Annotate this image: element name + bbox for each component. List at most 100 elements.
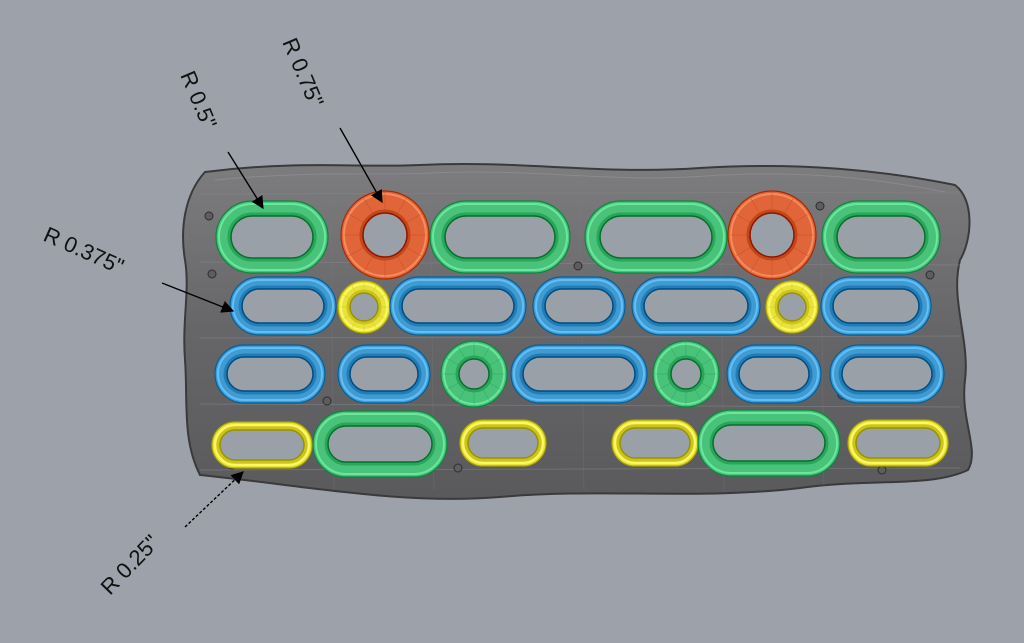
hold-mesh-line <box>792 246 809 257</box>
hold-inner-shade <box>541 285 617 327</box>
hold-mesh-line <box>458 388 466 401</box>
hold-inner-shade <box>640 285 752 327</box>
hold-mesh-line <box>351 320 357 328</box>
dimension-r-0-25-label: R 0.25" <box>96 530 164 600</box>
hold-mesh-line <box>799 286 805 294</box>
holds-layer <box>211 190 949 478</box>
hold-highlight <box>218 203 326 271</box>
slot-hold <box>429 200 571 274</box>
dimension-r-0-5-leader <box>227 151 264 210</box>
hold-opening <box>832 288 920 324</box>
hold-mesh-line <box>482 388 490 401</box>
dimension-r-0-375-label: R 0.375" <box>40 222 128 279</box>
hold-inner-shade <box>616 424 694 462</box>
hold-mesh-line <box>363 198 374 215</box>
hold-highlight <box>823 279 929 333</box>
hold-mesh-line <box>343 314 351 320</box>
slot-hold <box>697 409 841 477</box>
hold-mesh-line <box>351 286 357 294</box>
hold-mesh-line <box>377 314 385 320</box>
hold-mesh-line <box>700 358 713 366</box>
hold-mesh-line <box>805 294 813 300</box>
slot-hold <box>847 419 949 467</box>
hold-inner-shade <box>227 212 317 262</box>
hold-mesh-line <box>488 358 501 366</box>
hold-mesh-line <box>343 294 351 300</box>
pocket-hold <box>337 280 391 334</box>
hold-highlight <box>535 279 623 333</box>
hold-mesh-line <box>659 358 672 366</box>
hold-opening <box>401 288 515 324</box>
hold-inner-shade <box>324 422 436 466</box>
hold-mesh-line <box>670 388 678 401</box>
bolt-icon <box>877 465 887 475</box>
slot-hold <box>584 200 728 274</box>
hold-mesh-line <box>771 314 779 320</box>
hold-opening <box>230 215 314 259</box>
hold-inner-shade <box>596 212 716 262</box>
slot-hold <box>532 276 626 336</box>
mounting-bolts <box>204 201 935 475</box>
hold-mesh-line <box>482 347 490 360</box>
hold-opening <box>444 215 556 259</box>
dimension-r-0-25-leader <box>184 471 244 528</box>
hold-mesh-line <box>447 382 460 390</box>
hold-mesh-line <box>750 255 761 272</box>
hold-inner-shade <box>223 353 317 395</box>
board-inner-edge <box>214 171 946 193</box>
hold-opening <box>226 356 314 392</box>
hold-mesh-line <box>488 382 501 390</box>
dimension-r-0-75-label: R 0.75" <box>277 34 328 111</box>
hold-mesh-line <box>363 255 374 272</box>
hold-inner-shade <box>398 285 518 327</box>
hold-highlight <box>587 203 725 271</box>
bolt-icon <box>815 201 825 211</box>
pocket-hold <box>727 190 817 280</box>
dimension-r-0-75-leader <box>339 127 383 204</box>
hold-inner-shade <box>833 212 929 262</box>
slot-hold <box>820 276 932 336</box>
hold-highlight <box>824 203 938 271</box>
bolt-icon <box>453 463 463 473</box>
slot-hold <box>631 276 761 336</box>
bolt-icon <box>207 269 217 279</box>
hold-mesh-line <box>792 213 809 224</box>
dimension-r-0-5-label: R 0.5" <box>175 67 222 132</box>
slot-hold <box>229 276 337 336</box>
hold-mesh-line <box>783 255 794 272</box>
slot-hold <box>337 344 431 404</box>
slot-hold <box>215 200 329 274</box>
hold-mesh-line <box>771 294 779 300</box>
hold-mesh-line <box>405 213 422 224</box>
hold-highlight <box>700 412 838 474</box>
slot-hold <box>459 419 547 467</box>
hold-mesh-line <box>750 198 761 215</box>
bolt-icon <box>925 270 935 280</box>
hold-opening <box>619 427 691 459</box>
hold-mesh-line <box>377 294 385 300</box>
hold-highlight <box>462 422 544 464</box>
slot-hold <box>389 276 527 336</box>
hold-highlight <box>217 347 323 401</box>
hold-inner-shade <box>238 285 328 327</box>
hold-opening <box>643 288 749 324</box>
hold-opening <box>670 358 702 390</box>
hold-opening <box>836 215 926 259</box>
hold-mesh-line <box>396 198 407 215</box>
hold-highlight <box>634 279 758 333</box>
bolt-icon <box>322 396 332 406</box>
hold-opening <box>219 429 305 461</box>
hold-highlight <box>340 347 428 401</box>
hold-inner-shade <box>838 353 936 395</box>
hold-highlight <box>850 422 946 464</box>
hold-opening <box>362 212 408 258</box>
dimension-r-0-375-leader <box>161 282 235 313</box>
hold-highlight <box>315 413 445 475</box>
hold-mesh-line <box>447 358 460 366</box>
slot-hold <box>510 344 648 404</box>
dimension-r-0-25: R 0.25" <box>96 471 244 600</box>
hold-mesh-line <box>783 198 794 215</box>
hold-opening <box>855 427 941 459</box>
